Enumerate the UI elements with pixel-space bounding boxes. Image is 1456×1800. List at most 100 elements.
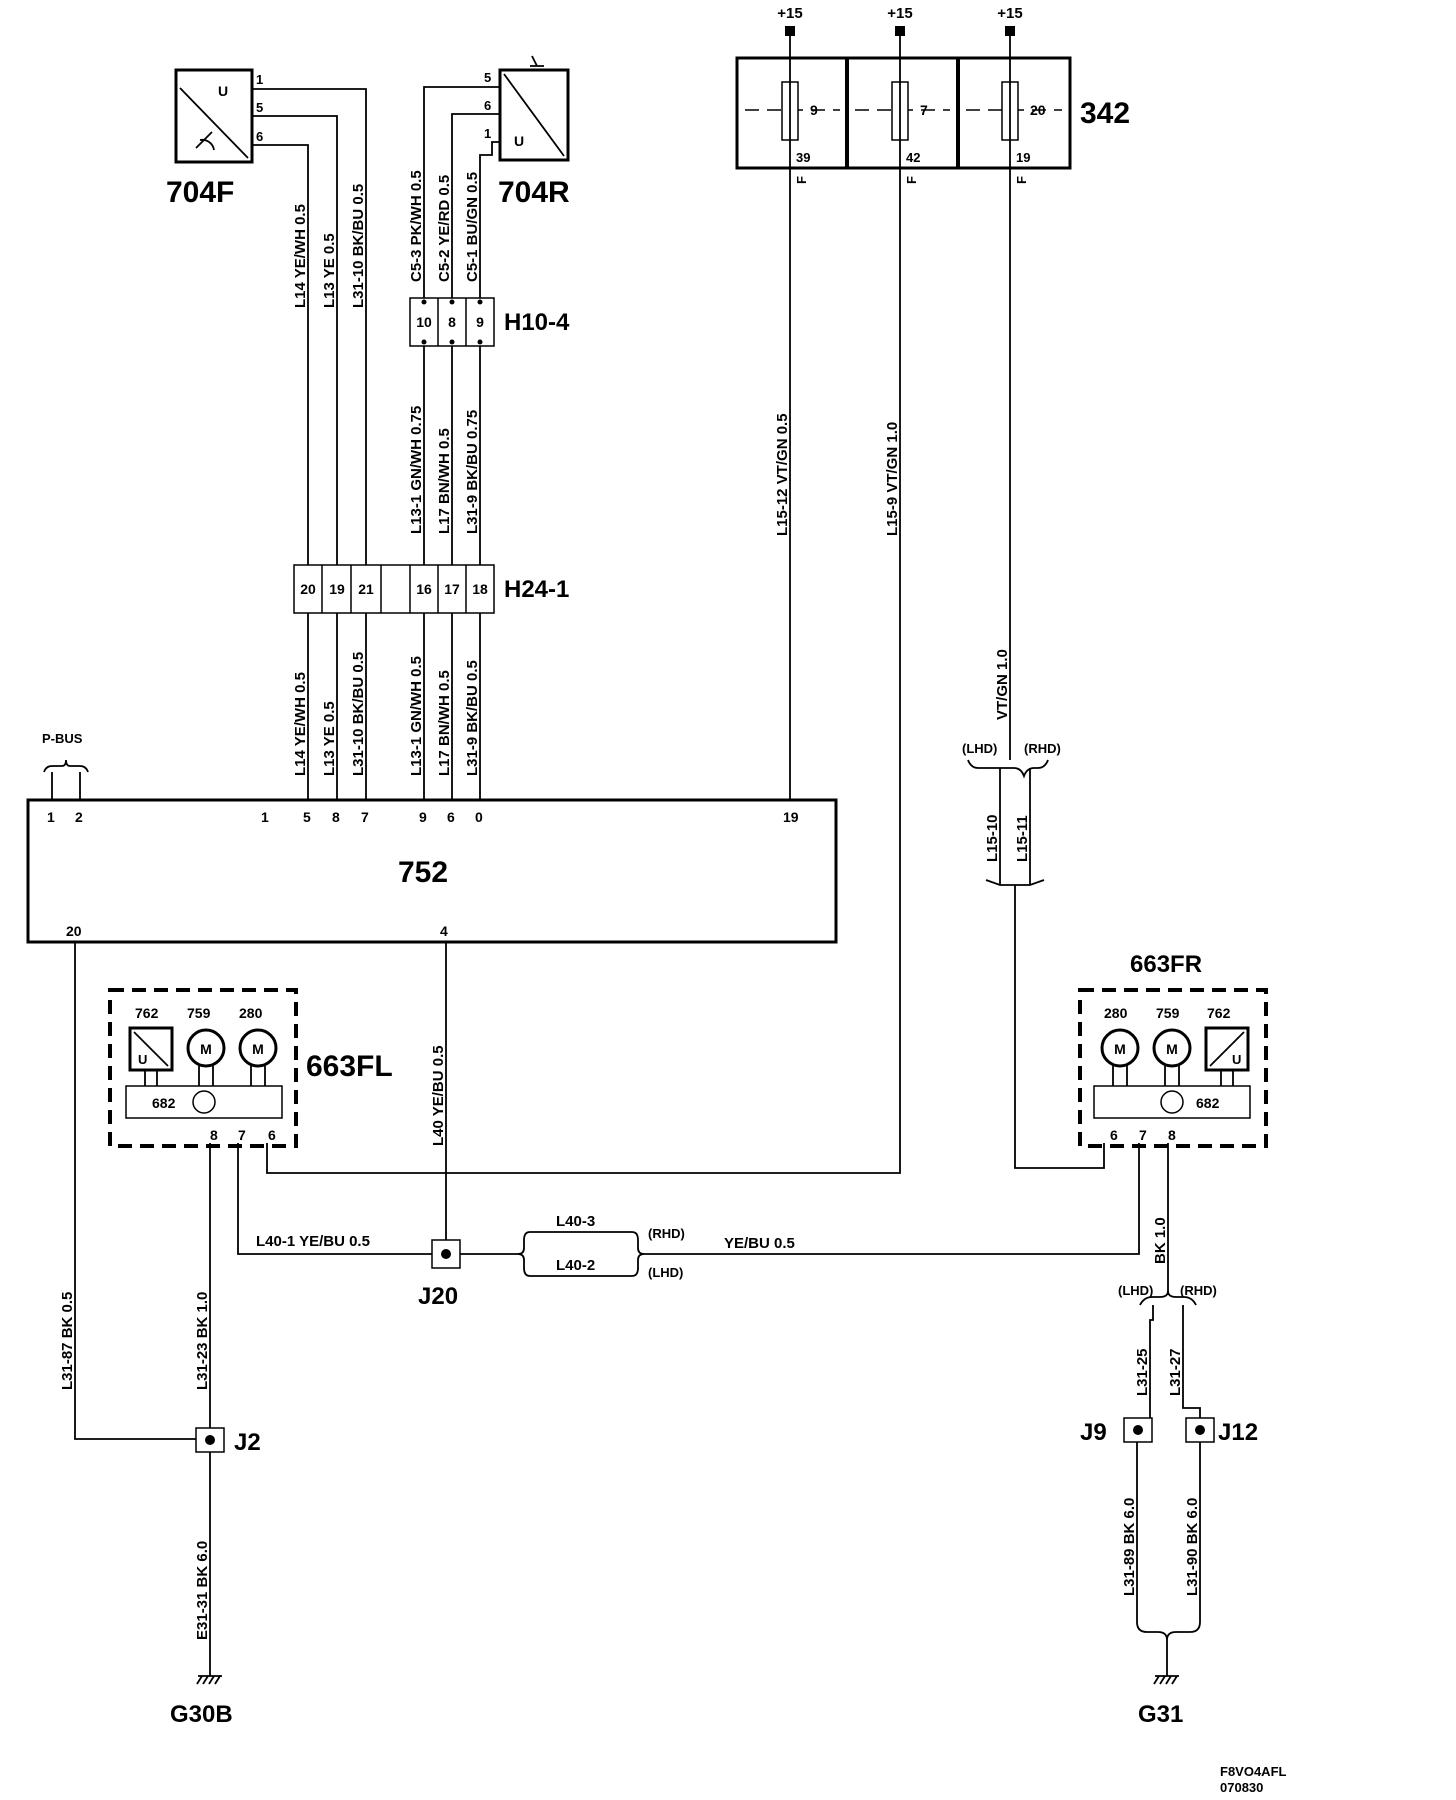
wire-label-L15-9: L15-9 VT/GN 1.0 bbox=[884, 422, 901, 536]
figure-code: F8VO4AFL bbox=[1220, 1764, 1287, 1779]
ecu-pin-19: 19 bbox=[783, 809, 799, 825]
704F-pin-1: 1 bbox=[256, 72, 263, 87]
variant-lhd-top: (LHD) bbox=[962, 741, 997, 756]
wire-label-VT-GN: VT/GN 1.0 bbox=[994, 649, 1011, 720]
splice-J2 bbox=[195, 1427, 225, 1453]
fl-sensor-u: U bbox=[138, 1052, 147, 1067]
wire-label-C5-1: C5-1 BU/GN 0.5 bbox=[464, 172, 481, 282]
figure-date: 070830 bbox=[1220, 1780, 1263, 1795]
fr-motor-280-m: M bbox=[1114, 1041, 1126, 1057]
wires-704F bbox=[252, 88, 367, 565]
variant-lhd-mid: (LHD) bbox=[648, 1265, 683, 1280]
h24-pin-21: 21 bbox=[358, 581, 374, 597]
fr-position-sensor-icon bbox=[1160, 1090, 1184, 1114]
fl-pin-7: 7 bbox=[238, 1127, 246, 1143]
wire-label-L17-bot: L17 BN/WH 0.5 bbox=[436, 670, 453, 776]
label-663FR: 663FR bbox=[1130, 951, 1202, 978]
wires-lower bbox=[74, 942, 1201, 1676]
wire-label-L15-12: L15-12 VT/GN 0.5 bbox=[774, 413, 791, 536]
h24-pin-17: 17 bbox=[444, 581, 460, 597]
label-752: 752 bbox=[398, 856, 448, 889]
wire-label-L31-25: L31-25 bbox=[1134, 1348, 1151, 1396]
power-terminals: +15 +15 +15 bbox=[777, 5, 1023, 58]
splices: J20 J2 J9 J12 bbox=[195, 1239, 1258, 1456]
wire-label-L40-3: L40-3 bbox=[556, 1213, 595, 1230]
h24-pin-20: 20 bbox=[300, 581, 316, 597]
704R-pin-6: 6 bbox=[484, 98, 491, 113]
label-G30B: G30B bbox=[170, 1701, 233, 1728]
fl-motor-759-m: M bbox=[200, 1041, 212, 1057]
wire-label-L15-11: L15-11 bbox=[1014, 815, 1031, 862]
power-label-1: +15 bbox=[777, 5, 802, 22]
fuse-num-1: 9 bbox=[810, 102, 818, 118]
wire-label-L31-10-bot: L31-10 BK/BU 0.5 bbox=[350, 652, 367, 776]
label-H24-1: H24-1 bbox=[504, 576, 569, 603]
module-663FL: 762 759 280 U M M 682 8 7 6 663FL bbox=[108, 988, 393, 1148]
ecu-pin-1b: 1 bbox=[261, 809, 269, 825]
fr-submodule-label: 682 bbox=[1196, 1095, 1220, 1111]
wire-label-BK-1.0: BK 1.0 bbox=[1152, 1217, 1169, 1264]
label-H10-4: H10-4 bbox=[504, 309, 570, 336]
fl-label-759: 759 bbox=[187, 1005, 211, 1021]
fl-label-280: 280 bbox=[239, 1005, 263, 1021]
connector-H24-1: 20 19 21 16 17 18 H24-1 bbox=[293, 564, 569, 614]
wire-label-L13-top: L13 YE 0.5 bbox=[321, 233, 338, 308]
splice-J20 bbox=[431, 1239, 461, 1269]
wire-labels: L14 YE/WH 0.5 L13 YE 0.5 L31-10 BK/BU 0.… bbox=[59, 170, 1201, 1640]
fr-sensor-u: U bbox=[1232, 1052, 1241, 1067]
fuse-num-2: 7 bbox=[920, 102, 928, 118]
fuse-box-342: 9 7 20 39 42 19 F F F 342 bbox=[735, 56, 1130, 184]
h24-pin-16: 16 bbox=[416, 581, 432, 597]
wire-label-L31-87: L31-87 BK 0.5 bbox=[59, 1292, 76, 1390]
sensor-704R-u: U bbox=[514, 133, 524, 149]
fl-motor-280-m: M bbox=[252, 1041, 264, 1057]
fuse-f-1: F bbox=[794, 176, 809, 184]
fuse-num-3: 20 bbox=[1030, 102, 1046, 118]
label-663FL: 663FL bbox=[306, 1050, 393, 1083]
sensor-704R-symbol bbox=[530, 55, 544, 67]
fuse-f-3: F bbox=[1014, 176, 1029, 184]
variant-rhd-top: (RHD) bbox=[1024, 741, 1061, 756]
h10-pin-10: 10 bbox=[416, 314, 432, 330]
fr-motor-759-m: M bbox=[1166, 1041, 1178, 1057]
fuse-pin-2: 42 bbox=[906, 150, 920, 165]
wire-label-L14-bot: L14 YE/WH 0.5 bbox=[292, 672, 309, 776]
ecu-pin-2: 2 bbox=[75, 809, 83, 825]
wire-label-L40: L40 YE/BU 0.5 bbox=[430, 1045, 447, 1146]
704R-pin-5: 5 bbox=[484, 70, 491, 85]
wire-label-L13-bot: L13 YE 0.5 bbox=[321, 701, 338, 776]
variant-rhd-mid: (RHD) bbox=[648, 1226, 685, 1241]
ecu-pin-7: 7 bbox=[361, 809, 369, 825]
fr-pin-7: 7 bbox=[1139, 1127, 1147, 1143]
fr-label-759: 759 bbox=[1156, 1005, 1180, 1021]
label-J12: J12 bbox=[1218, 1419, 1258, 1446]
ecu-pin-8: 8 bbox=[332, 809, 340, 825]
power-label-2: +15 bbox=[887, 5, 912, 22]
fl-submodule-label: 682 bbox=[152, 1095, 176, 1111]
connector-H10-4: 10 8 9 H10-4 bbox=[409, 297, 570, 347]
fl-pin-8: 8 bbox=[210, 1127, 218, 1143]
control-module-752: 752 1 2 1 5 8 7 9 6 0 19 20 4 bbox=[26, 798, 838, 944]
fr-motor-280 bbox=[1100, 1028, 1140, 1068]
wire-label-L31-9-mid: L31-9 BK/BU 0.75 bbox=[464, 410, 481, 534]
h24-pin-18: 18 bbox=[472, 581, 488, 597]
variant-rhd-bot: (RHD) bbox=[1180, 1283, 1217, 1298]
variant-lhd-bot: (LHD) bbox=[1118, 1283, 1153, 1298]
sensor-704F: U 1 5 6 704F bbox=[166, 68, 263, 209]
variant-labels: (LHD) (RHD) (RHD) (LHD) (LHD) (RHD) bbox=[648, 741, 1217, 1298]
wire-label-L13-1-mid: L13-1 GN/WH 0.75 bbox=[408, 406, 425, 534]
sensor-704F-symbol bbox=[195, 131, 215, 151]
fl-pin-6: 6 bbox=[268, 1127, 276, 1143]
fl-position-sensor-icon bbox=[192, 1090, 216, 1114]
ecu-pin-4: 4 bbox=[440, 923, 448, 939]
fl-motor-759 bbox=[186, 1028, 226, 1068]
label-704R: 704R bbox=[498, 176, 570, 209]
wires-fuse-feeds bbox=[266, 168, 1105, 1174]
label-G31: G31 bbox=[1138, 1701, 1183, 1728]
wire-label-L13-1-bot: L13-1 GN/WH 0.5 bbox=[408, 656, 425, 776]
wire-label-L40-1: L40-1 YE/BU 0.5 bbox=[256, 1233, 370, 1250]
wire-label-E31-31: E31-31 BK 6.0 bbox=[194, 1541, 211, 1640]
wire-label-L14-top: L14 YE/WH 0.5 bbox=[292, 204, 309, 308]
wires-704R bbox=[423, 86, 500, 298]
